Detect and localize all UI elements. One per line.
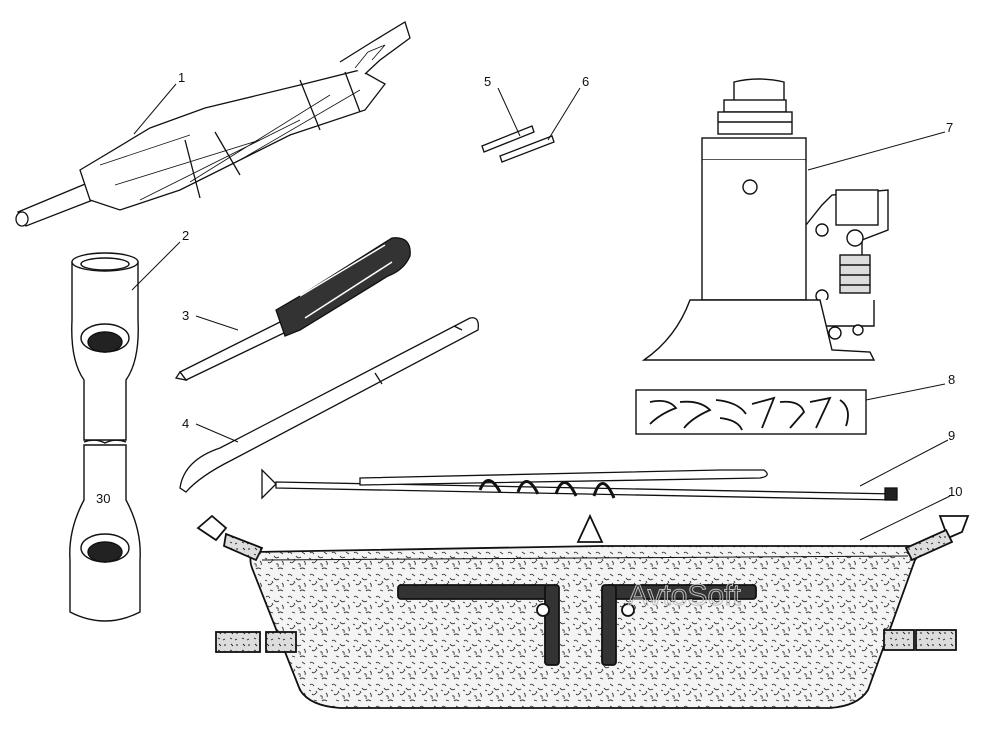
leader-5 <box>497 87 521 137</box>
callout-4: 4 <box>182 416 189 431</box>
leader-10 <box>859 495 951 541</box>
callout-9: 9 <box>948 428 955 443</box>
watermark-text: AvtoSoft <box>628 579 742 612</box>
leader-8 <box>865 383 946 401</box>
jack-label-plate <box>635 389 867 435</box>
wrapped-tool-roll <box>15 21 411 227</box>
crank-handle <box>261 468 898 501</box>
pins <box>481 125 555 163</box>
callout-2: 2 <box>182 228 189 243</box>
callout-3: 3 <box>182 308 189 323</box>
callout-5: 5 <box>484 74 491 89</box>
leader-lines <box>131 83 951 541</box>
tool-bag <box>196 513 970 709</box>
leader-1 <box>133 83 177 135</box>
leader-3 <box>195 315 239 331</box>
hydraulic-jack <box>641 78 889 361</box>
leader-7 <box>807 131 946 171</box>
callout-10: 10 <box>948 484 962 499</box>
screwdriver <box>174 237 411 381</box>
leader-6 <box>547 87 581 141</box>
leader-2 <box>131 241 181 291</box>
leader-9 <box>859 439 949 487</box>
callout-1: 1 <box>178 70 185 85</box>
wrench-size-marking: 30 <box>96 491 110 506</box>
callout-8: 8 <box>948 372 955 387</box>
leader-4 <box>195 423 239 443</box>
callout-6: 6 <box>582 74 589 89</box>
tire-lever <box>179 317 479 493</box>
box-wrench <box>69 252 141 622</box>
pin-6 <box>499 135 555 163</box>
pin-5 <box>481 125 535 153</box>
callout-7: 7 <box>946 120 953 135</box>
